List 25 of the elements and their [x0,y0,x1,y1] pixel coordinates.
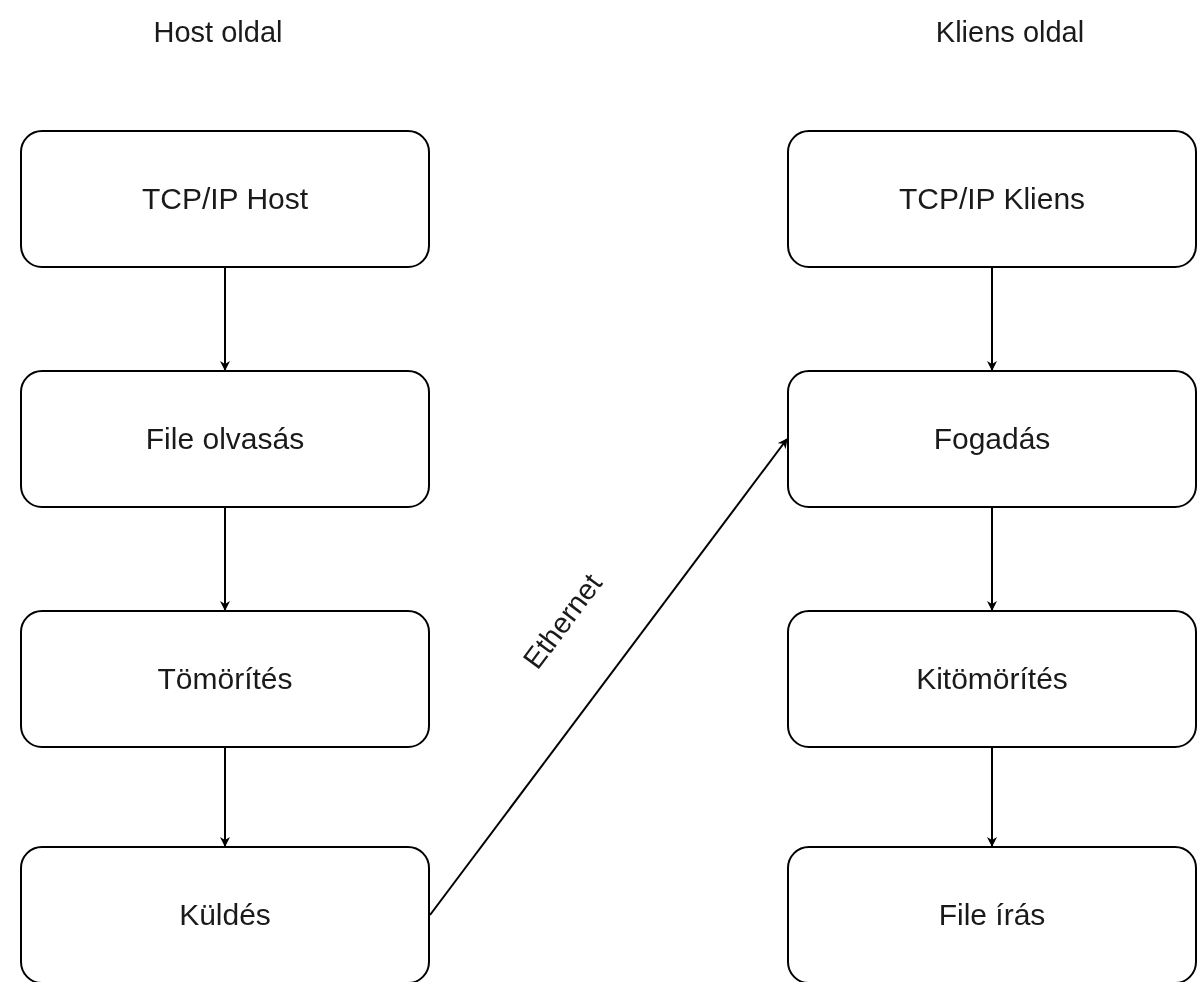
step-label: Tömörítés [157,662,293,696]
arrow [220,267,230,371]
arrow [987,267,997,371]
column-heading: Host oldal [153,16,283,49]
process-box [787,846,1197,982]
process-box [20,370,430,508]
arrow [987,747,997,847]
process-box [20,846,430,982]
step-label: Küldés [179,898,271,932]
arrow [987,507,997,611]
arrow [220,747,230,847]
step-label: TCP/IP Kliens [898,182,1086,216]
step-label: Kitömörítés [916,662,1068,696]
step-label: TCP/IP Host [141,182,309,216]
process-box [20,610,430,748]
arrow [220,507,230,611]
step-label: Fogadás [933,422,1051,456]
process-box [20,130,430,268]
arrow [429,438,788,916]
process-box [787,130,1197,268]
process-box [787,610,1197,748]
step-label: File írás [938,898,1046,932]
process-box [787,370,1197,508]
step-label: File olvasás [145,422,305,456]
column-heading: Kliens oldal [935,16,1085,49]
